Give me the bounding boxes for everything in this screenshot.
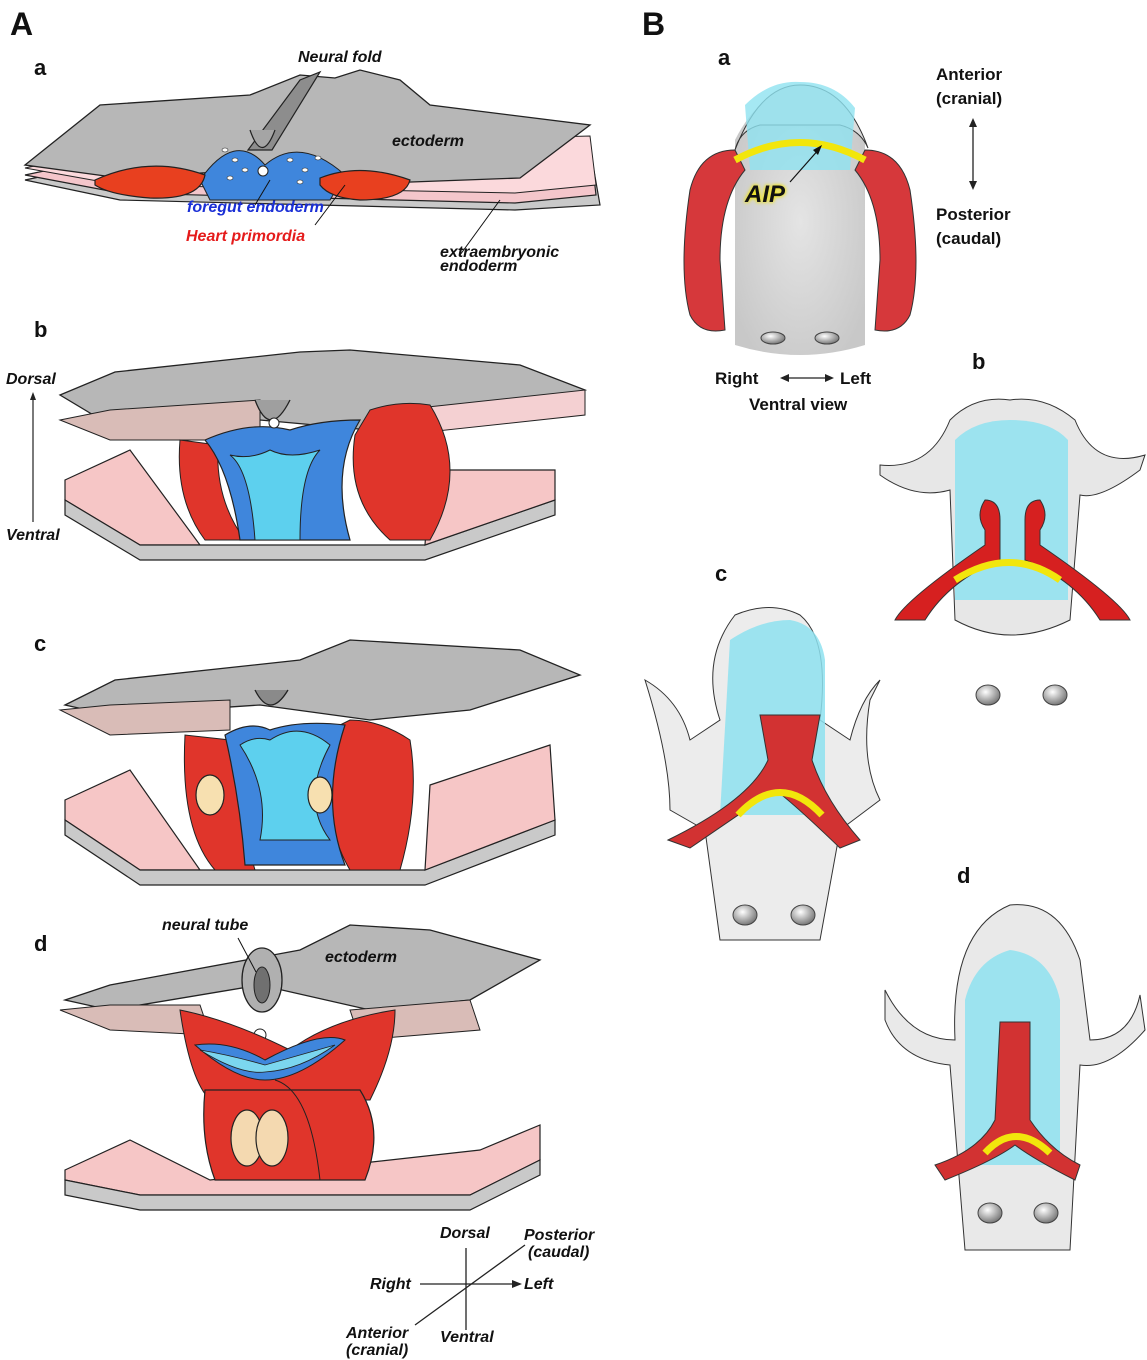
panel-a-sub-a: a (34, 56, 46, 79)
panel-a-sub-d: d (34, 932, 47, 955)
panel-a-sub-c: c (34, 632, 46, 655)
b-anterior-label: Anterior (936, 66, 1002, 84)
b-ventral-view-label: Ventral view (749, 396, 847, 414)
panel-b-c-drawing (645, 608, 880, 941)
panel-b-a-drawing (684, 82, 916, 355)
b-posterior-label: Posterior (936, 206, 1011, 224)
legend-left: Left (524, 1277, 553, 1294)
neural-tube-label: neural tube (162, 918, 248, 935)
axes-legend-lines (415, 1245, 525, 1330)
panel-a-a-drawing (25, 70, 600, 255)
ectoderm-label: ectoderm (392, 134, 464, 151)
dorsal-label: Dorsal (6, 372, 56, 389)
b-anterior-sub: (cranial) (936, 90, 1002, 108)
ectoderm-d-label: ectoderm (325, 950, 397, 967)
legend-right: Right (370, 1277, 411, 1294)
panel-a-sub-b: b (34, 318, 47, 341)
panel-a-label: A (10, 8, 33, 42)
panel-a-d-drawing (60, 925, 540, 1210)
b-posterior-sub: (caudal) (936, 230, 1001, 248)
panel-a-b-drawing (60, 350, 585, 560)
panel-b-sub-b: b (972, 350, 985, 373)
legend-dorsal: Dorsal (440, 1226, 490, 1243)
legend-posterior-sub: (caudal) (528, 1245, 589, 1262)
legend-anterior: Anterior (346, 1326, 408, 1343)
legend-anterior-sub: (cranial) (346, 1343, 408, 1360)
foregut-endoderm-label: foregut endoderm (187, 200, 324, 217)
legend-ventral: Ventral (440, 1330, 494, 1347)
aip-label: AIP (745, 182, 785, 207)
panel-a-c-drawing (60, 640, 580, 885)
panel-b-sub-c: c (715, 562, 727, 585)
extraembryonic-endoderm-label: extraembryonic endoderm (440, 246, 590, 273)
b-right-label: Right (715, 370, 758, 388)
ventral-label: Ventral (6, 528, 60, 545)
legend-posterior: Posterior (524, 1228, 594, 1245)
panel-b-d-drawing (885, 905, 1145, 1250)
heart-primordia-label: Heart primordia (186, 229, 305, 246)
panel-b-label: B (642, 8, 665, 42)
panel-b-sub-d: d (957, 864, 970, 887)
neural-fold-label: Neural fold (298, 50, 382, 67)
panel-b-b-drawing (880, 399, 1145, 705)
panel-b-sub-a: a (718, 46, 730, 69)
b-left-label: Left (840, 370, 871, 388)
